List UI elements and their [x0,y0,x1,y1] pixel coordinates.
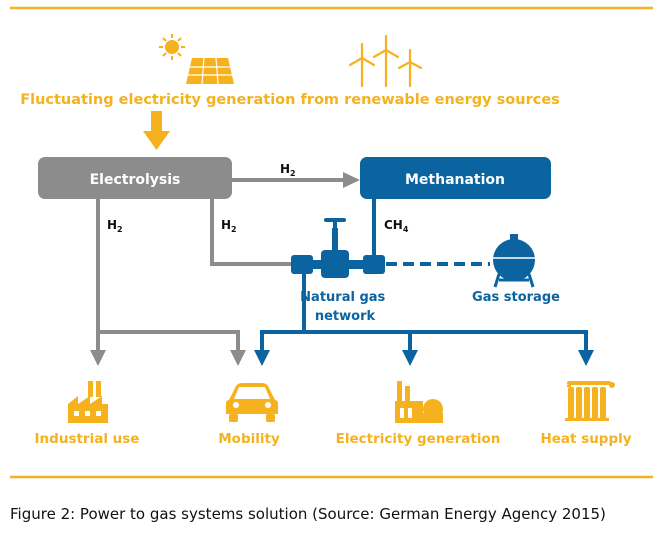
h2-arrow-head [343,172,360,188]
radiator-icon [565,381,615,421]
electrolysis-label: Electrolysis [90,172,181,188]
methanation-label: Methanation [405,172,505,188]
figure-caption: Figure 2: Power to gas systems solution … [10,505,606,523]
heat-supply-label: Heat supply [540,431,631,447]
renewable-sources-label: Fluctuating electricity generation from … [20,92,560,108]
wind-turbine-icon [348,34,423,88]
electricity-generation-label: Electricity generation [336,431,501,447]
gas-network-pipes [260,199,588,350]
factory-icon [68,381,108,423]
ch4-label: CH4 [384,218,409,234]
h2-label-mid: H2 [221,218,237,234]
industrial-arrow-head [90,350,106,366]
electrolysis-box: Electrolysis [38,157,232,199]
mobility-gray-arrow-head [230,350,246,366]
mobility-blue-arrow-head [254,350,270,366]
h2-label-top: H2 [280,162,296,178]
methanation-box: Methanation [360,157,551,199]
natural-gas-network-label: Natural gas network [300,290,390,324]
gas-storage-icon [493,234,535,288]
sun-icon [159,34,185,60]
hydrogen-pipes [96,178,345,350]
electricity-arrow-head [402,350,418,366]
renewable-to-electrolysis-arrow [143,111,170,150]
valve-icon [291,218,385,278]
solar-panel-icon [186,57,234,85]
industrial-use-label: Industrial use [35,431,140,447]
mobility-label: Mobility [218,431,280,447]
gas-storage-label: Gas storage [472,290,560,305]
car-icon [226,383,278,422]
h2-label-left: H2 [107,218,123,234]
heat-arrow-head [578,350,594,366]
power-plant-icon [395,381,443,423]
